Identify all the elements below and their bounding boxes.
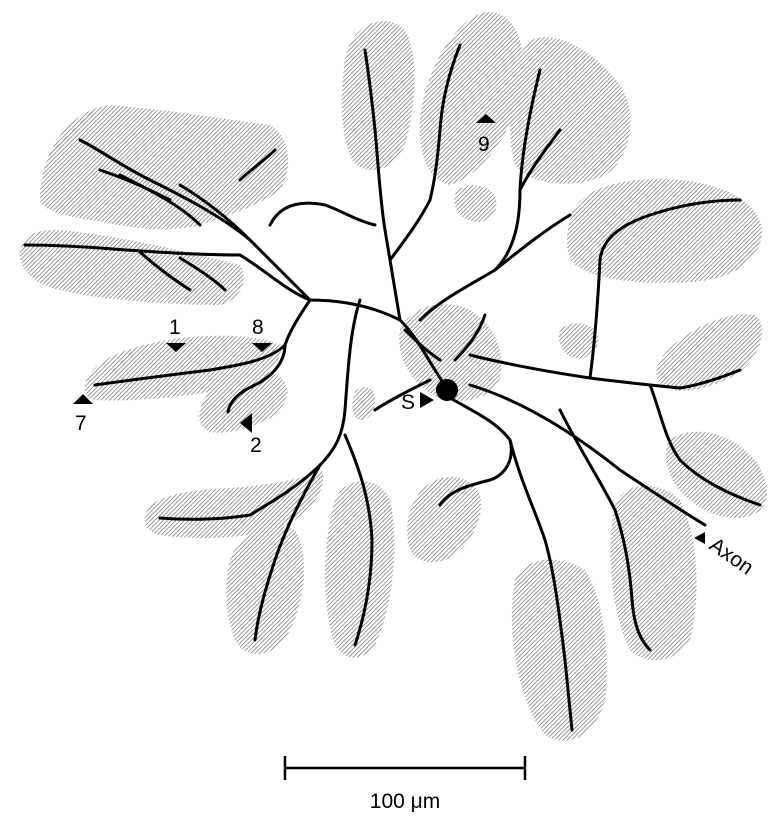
field-right-upper (567, 179, 762, 283)
soma-cell-body (436, 379, 458, 401)
marker-axon (694, 532, 705, 544)
label-soma: S (401, 391, 415, 414)
scale-bar-label: 100 μm (370, 790, 440, 813)
field-left-long (20, 230, 244, 305)
field-top-right-lobe (510, 37, 631, 184)
label-site-7: 7 (75, 412, 87, 435)
label-axon: Axon (705, 533, 757, 579)
field-top-left-lobe (342, 21, 415, 170)
field-lower-center (407, 477, 481, 563)
field-lower-left-b (145, 470, 324, 538)
scale-bar (285, 756, 525, 780)
label-site-8: 8 (252, 316, 264, 339)
field-lower-center-right (512, 560, 607, 741)
field-small-left-center (352, 387, 375, 420)
field-small-center-top (454, 185, 496, 222)
label-site-2: 2 (250, 434, 262, 457)
field-right-middle (656, 314, 762, 390)
dendritic-fields (20, 12, 767, 741)
label-site-1: 1 (169, 316, 181, 339)
field-top-middle-lobe (420, 12, 523, 185)
label-site-9: 9 (478, 133, 490, 156)
marker-soma (420, 392, 434, 408)
field-upper-left (40, 105, 288, 229)
